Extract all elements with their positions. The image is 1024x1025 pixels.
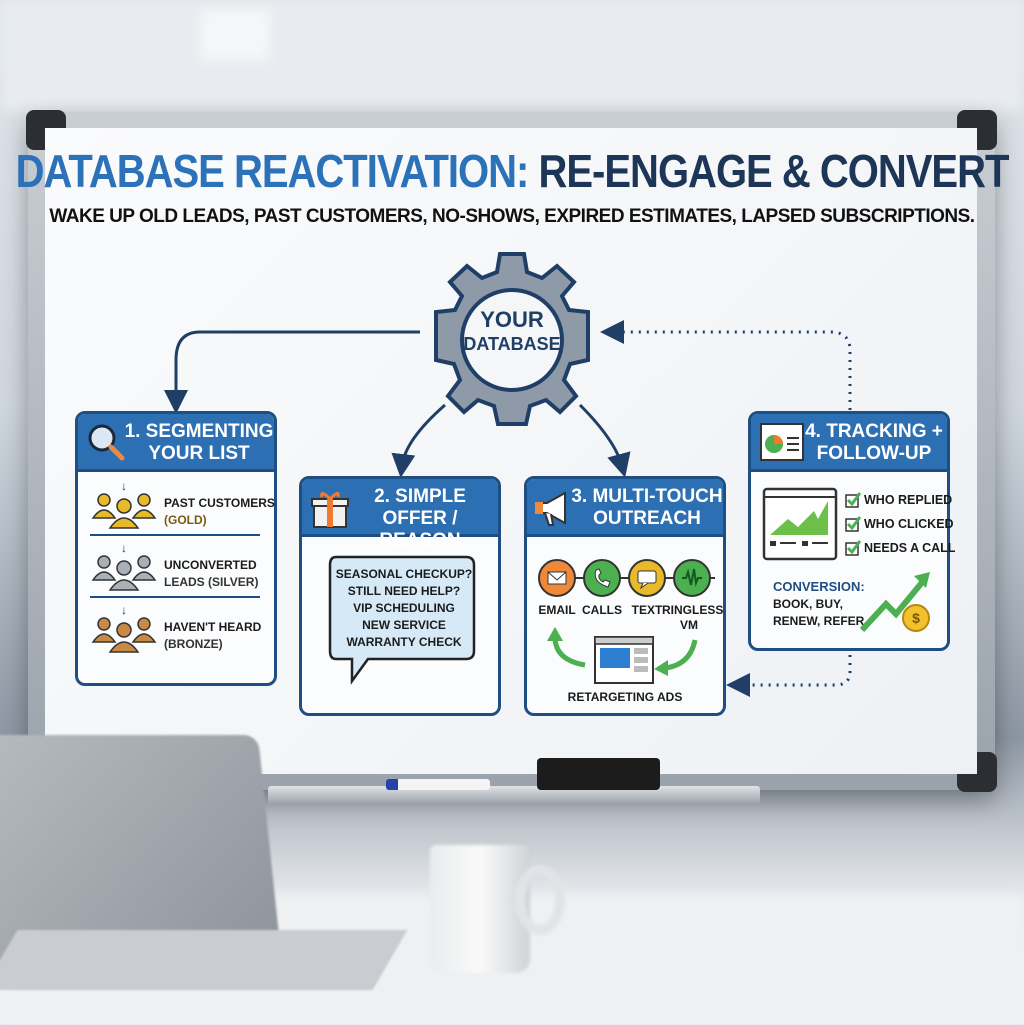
speech-bubble	[328, 555, 476, 685]
offer-item: NEW SERVICE	[362, 618, 446, 632]
svg-text:↓: ↓	[121, 542, 127, 555]
step1-title-line2: YOUR LIST	[148, 443, 250, 464]
step1-title-line1: 1. SEGMENTING	[124, 421, 274, 442]
mug-handle	[515, 865, 565, 935]
segment-label: PAST CUSTOMERS(GOLD)	[164, 496, 275, 527]
step3-title-line1: 3. MULTI-TOUCH	[571, 486, 723, 507]
channel-label: RINGLESS VM	[662, 603, 724, 632]
arrow-to-step2	[391, 403, 446, 478]
people-group-icon: ↓	[91, 542, 157, 591]
subtitle: WAKE UP OLD LEADS, PAST CUSTOMERS, NO-SH…	[49, 206, 975, 227]
conversion-label: CONVERSION:	[773, 579, 865, 594]
title-part2: RE-ENGAGE & CONVERT	[538, 146, 1009, 198]
divider	[90, 534, 260, 536]
green-arrow-icon	[664, 639, 698, 671]
step2-title-line1: 2. SIMPLE	[374, 486, 466, 507]
divider	[90, 596, 260, 598]
step2-header: 2. SIMPLE OFFER / REASON	[302, 479, 498, 551]
offer-item: VIP SCHEDULING	[353, 601, 455, 615]
svg-text:↓: ↓	[121, 604, 127, 617]
svg-text:$: $	[912, 610, 920, 626]
offer-item: SEASONAL CHECKUP?	[335, 567, 473, 581]
step2-title-line2: OFFER / REASON	[379, 508, 461, 551]
retargeting-label: RETARGETING ADS	[567, 690, 683, 704]
dashboard-chart-icon	[762, 487, 838, 561]
background-window	[0, 0, 1024, 110]
checkbox-checked-icon	[845, 540, 861, 556]
offer-item: WARRANTY CHECK	[346, 635, 462, 649]
gift-icon	[311, 492, 349, 528]
title-part1: DATABASE REACTIVATION:	[15, 146, 530, 198]
conversion-line2: RENEW, REFER	[773, 614, 865, 628]
segment-label: HAVEN'T HEARD(BRONZE)	[164, 620, 262, 651]
arrow-to-step3	[578, 403, 631, 478]
offer-item: STILL NEED HELP?	[347, 584, 461, 598]
hub-line1: YOUR	[480, 307, 544, 332]
step3-title-line2: OUTREACH	[593, 508, 701, 529]
gear-icon	[434, 252, 590, 426]
channel-label: TEXT	[631, 603, 663, 617]
magnifier-icon	[88, 424, 125, 461]
chat-icon	[628, 559, 666, 597]
check-item-label: NEEDS A CALL	[864, 541, 956, 555]
people-group-icon: ↓	[91, 480, 157, 529]
arrow-to-step1	[164, 330, 420, 414]
marker-tray	[268, 786, 760, 804]
channel-label: CALLS	[582, 603, 622, 617]
dotted-arrow-to-hub	[600, 320, 852, 410]
eraser	[537, 758, 660, 790]
envelope-icon	[538, 559, 576, 597]
checkbox-checked-icon	[845, 492, 861, 508]
growth-arrow-icon: $	[859, 572, 930, 633]
step3-header: 3. MULTI-TOUCH OUTREACH	[527, 479, 723, 537]
step4-header: 4. TRACKING + FOLLOW-UP	[751, 414, 947, 472]
conversion-line1: BOOK, BUY,	[773, 597, 844, 611]
step1-header: 1. SEGMENTING YOUR LIST	[78, 414, 274, 472]
page-title: DATABASE REACTIVATION: RE-ENGAGE & CONVE…	[0, 147, 1024, 199]
svg-text:↓: ↓	[121, 480, 127, 493]
background-light	[200, 10, 270, 60]
offer-list: SEASONAL CHECKUP? STILL NEED HELP? VIP S…	[330, 566, 478, 651]
step4-title-line1: 4. TRACKING +	[805, 421, 943, 442]
coffee-mug	[430, 845, 530, 973]
channel-label: EMAIL	[538, 603, 576, 617]
green-arrow-icon	[552, 636, 586, 668]
marker	[386, 779, 490, 790]
waveform-icon	[673, 559, 711, 597]
people-group-icon: ↓	[91, 604, 157, 653]
megaphone-icon	[535, 491, 566, 526]
checkbox-checked-icon	[845, 516, 861, 532]
laptop-base	[0, 930, 408, 990]
hub-label: YOUR DATABASE	[452, 308, 572, 356]
hub-line2: DATABASE	[463, 334, 561, 354]
analytics-report-icon	[760, 423, 804, 461]
step4-title-line2: FOLLOW-UP	[816, 443, 932, 464]
dotted-arrow-to-step3	[726, 655, 852, 697]
phone-icon	[583, 559, 621, 597]
retargeting-cycle	[547, 627, 698, 684]
check-item-label: WHO CLICKED	[864, 517, 954, 531]
check-item-label: WHO REPLIED	[864, 493, 953, 507]
browser-ad-icon	[594, 636, 654, 684]
